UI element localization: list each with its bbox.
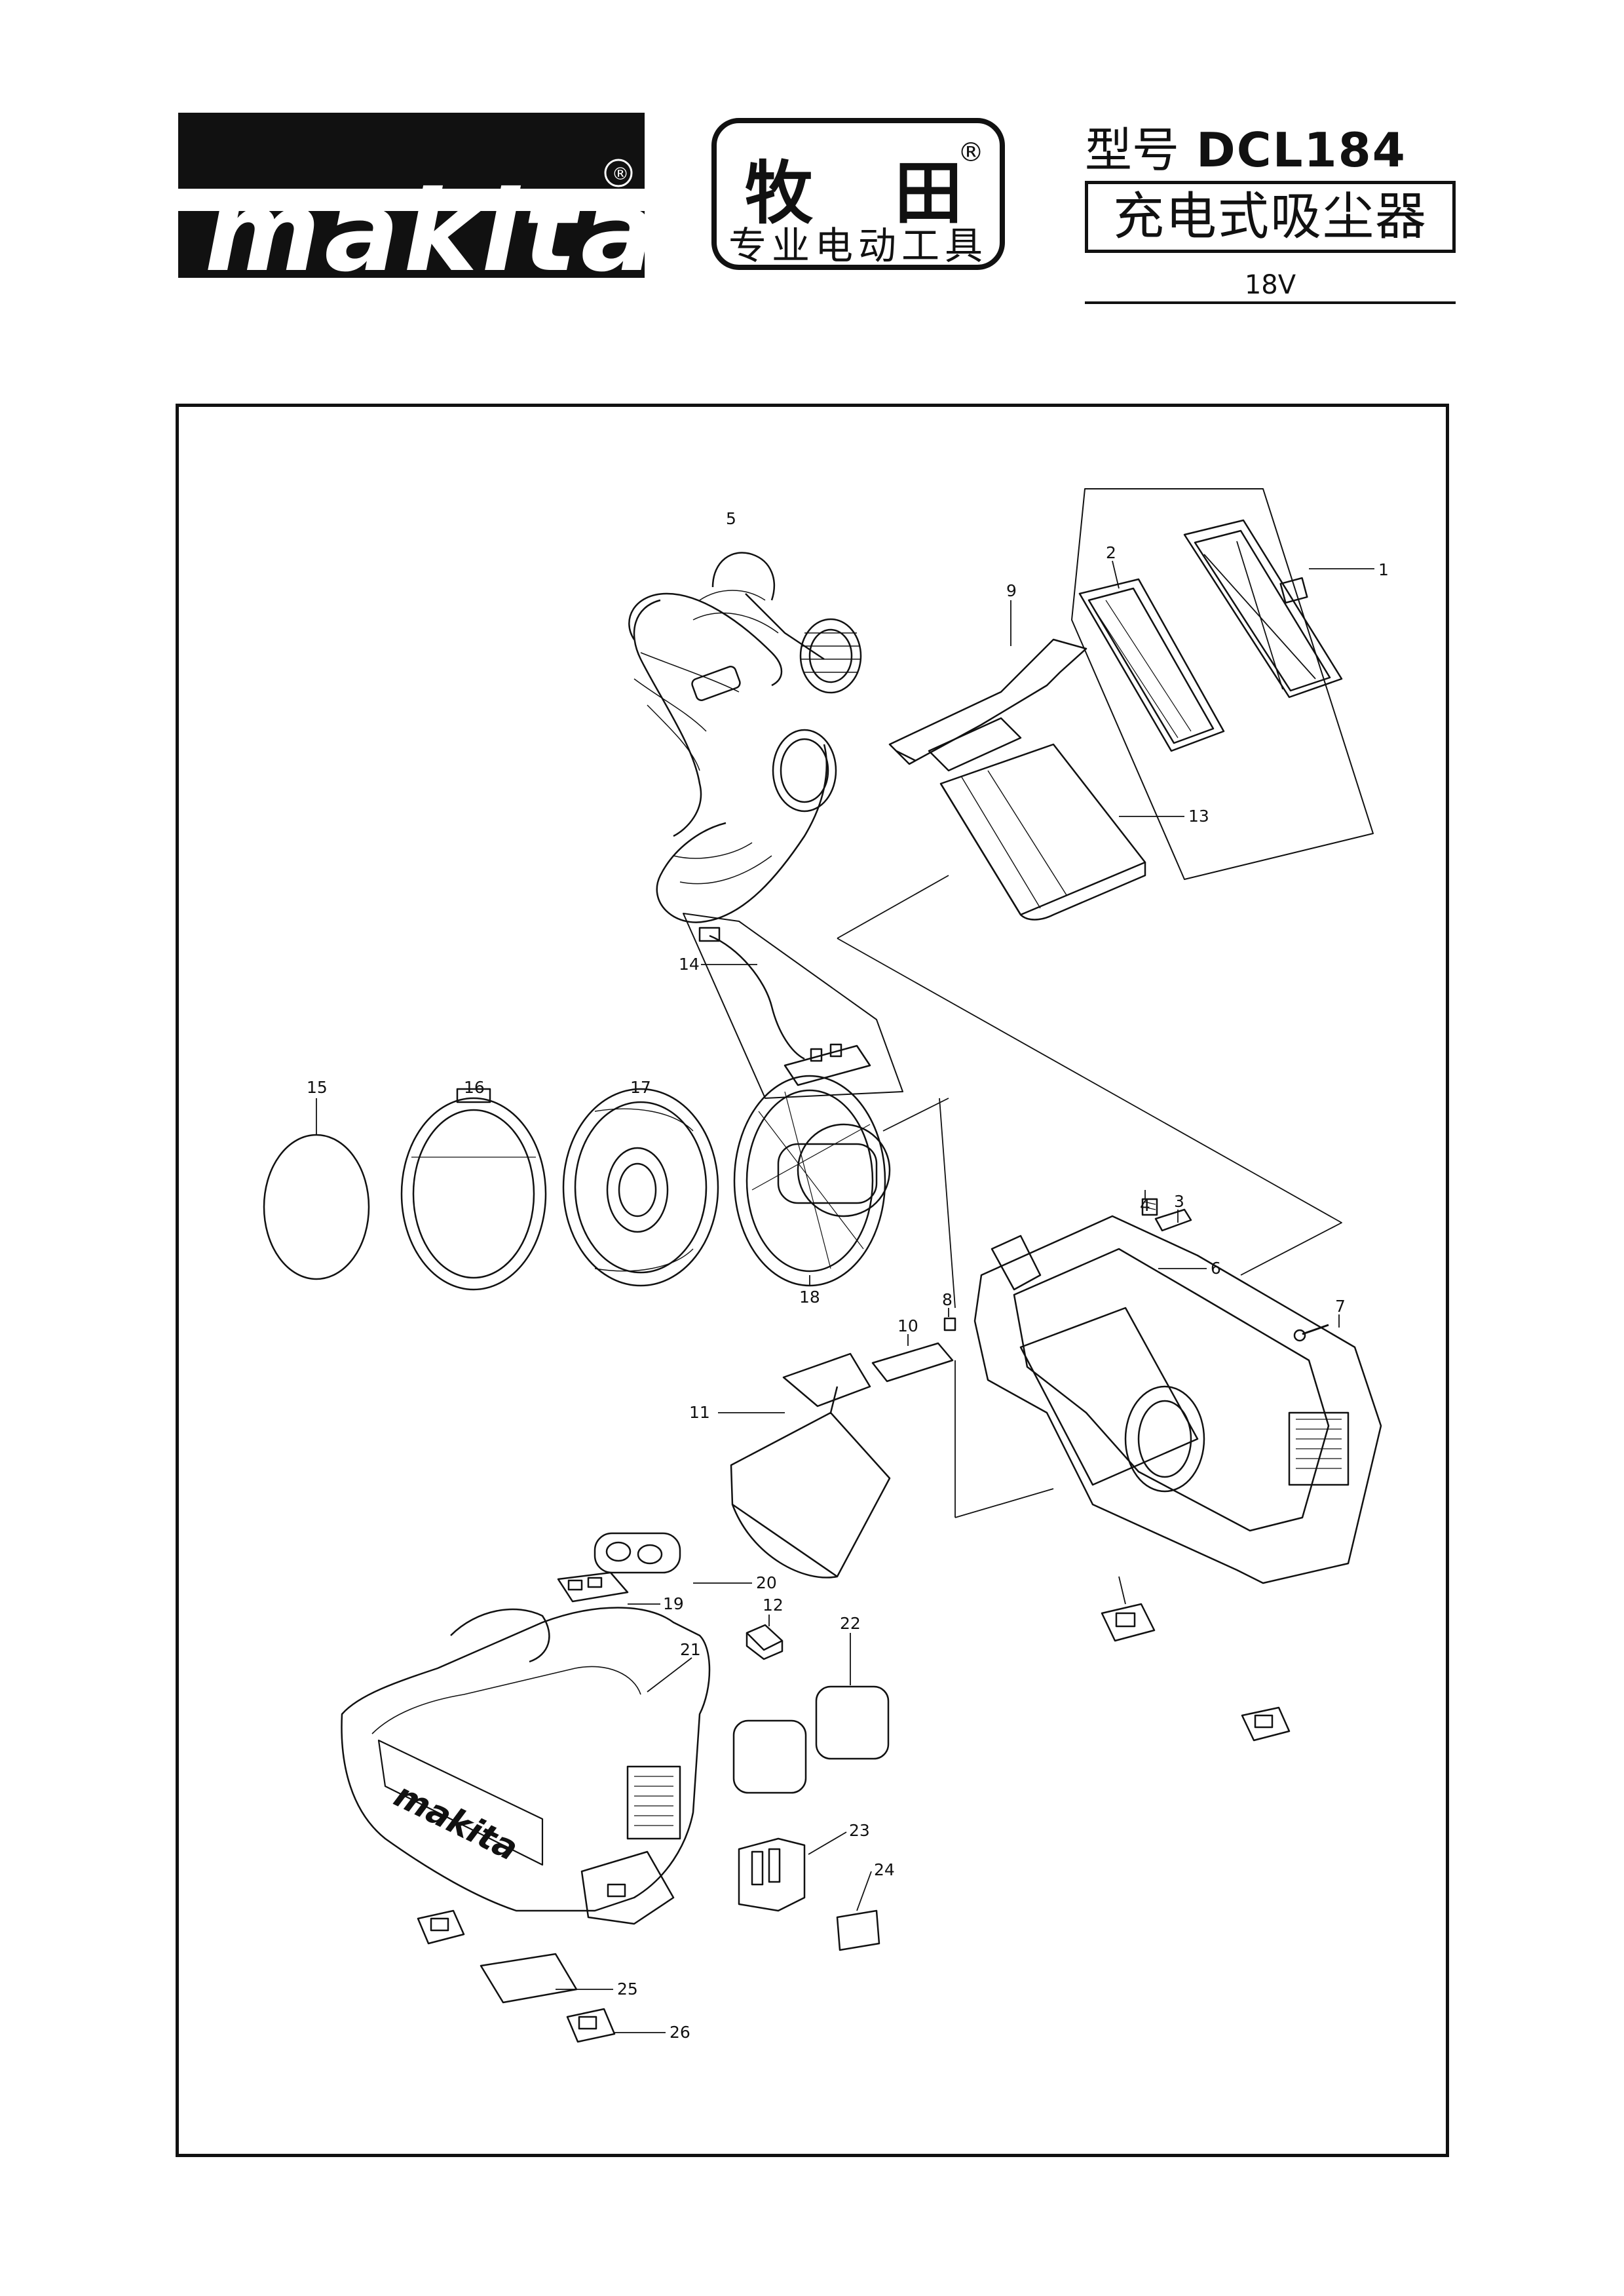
leader-lines <box>316 560 1374 2033</box>
part-10-bar <box>871 1342 954 1383</box>
part-7-screw <box>1293 1324 1329 1342</box>
callout-13: 13 <box>1188 807 1209 826</box>
part-3-button <box>1154 1208 1192 1232</box>
part-26-foot <box>566 2008 616 2043</box>
callout-17: 17 <box>630 1078 651 1097</box>
part-12-cap <box>746 1624 784 1660</box>
part-4-spring <box>1141 1198 1158 1216</box>
callout-2: 2 <box>1106 543 1116 562</box>
part-6-main-housing <box>973 1215 1382 1584</box>
callout-5: 5 <box>726 509 736 528</box>
callout-20: 20 <box>756 1573 777 1592</box>
part-14-group-bracket <box>683 913 903 1099</box>
brand-cn-title: 牧 田 <box>744 153 992 233</box>
callout-26: 26 <box>670 2023 690 2042</box>
brand-cn-box: 牧 田 ® 专业电动工具 <box>711 118 1005 270</box>
callout-6: 6 <box>1211 1259 1221 1278</box>
part-1-2-group-bracket <box>1071 488 1374 880</box>
part-24-label <box>836 1909 880 1951</box>
callout-4: 4 <box>1140 1196 1150 1215</box>
logo-panel <box>377 1739 544 1866</box>
callout-14: 14 <box>679 955 700 974</box>
part-13-dust-bag <box>939 743 1146 921</box>
part-1-filter-cover <box>1183 519 1343 698</box>
part-foot-left <box>417 1909 465 1945</box>
part-11-duct <box>730 1352 891 1578</box>
voltage-label: 18V <box>1244 270 1296 300</box>
callout-1: 1 <box>1378 560 1389 579</box>
callout-10: 10 <box>897 1316 918 1335</box>
callout-11: 11 <box>689 1403 710 1422</box>
part-17-fan-cover <box>562 1088 719 1287</box>
diagram-frame <box>176 404 1449 2157</box>
voltage-rule <box>1085 301 1456 304</box>
part-16-ring <box>400 1088 547 1291</box>
callout-9: 9 <box>1006 581 1017 600</box>
callout-3: 3 <box>1174 1192 1184 1211</box>
logo-registered-mark: ® <box>612 164 629 184</box>
brand-cn-subtitle: 专业电动工具 <box>728 223 988 268</box>
part-15-gasket <box>263 1134 370 1280</box>
model-prefix: 型号 <box>1085 123 1180 178</box>
part-23-bracket <box>738 1837 806 1912</box>
callout-16: 16 <box>464 1078 485 1097</box>
callout-7: 7 <box>1335 1297 1346 1316</box>
document-header: makita ® 牧 田 ® 专业电动工具 型号 DCL184 充电式吸尘器 18… <box>0 0 1624 367</box>
product-name: 充电式吸尘器 <box>1085 181 1456 253</box>
callout-labels: 1 2 3 4 5 6 7 8 9 10 11 12 13 14 15 16 1… <box>307 509 1389 2042</box>
part-foot-upper <box>1101 1603 1156 1642</box>
callout-18: 18 <box>799 1288 820 1307</box>
part-2-filter <box>1078 578 1225 752</box>
model-code: DCL184 <box>1196 123 1407 178</box>
callout-19: 19 <box>663 1594 684 1613</box>
part-9-filter-holder <box>888 638 1087 772</box>
callout-24: 24 <box>874 1860 895 1879</box>
part-19-button-cover <box>594 1532 681 1574</box>
model-line: 型号 DCL184 <box>1085 111 1407 180</box>
callout-22: 22 <box>840 1614 861 1633</box>
part-18-motor <box>733 1075 891 1287</box>
logo-wordmark: makita <box>204 167 645 278</box>
part-21-front-housing <box>341 1607 711 1925</box>
part-5-hose-assembly <box>628 552 862 923</box>
part-25-pad <box>480 1953 578 2004</box>
callout-12: 12 <box>763 1596 784 1615</box>
callout-21: 21 <box>680 1640 701 1659</box>
part-foot-right <box>1241 1706 1291 1742</box>
part-22-sponge-filters <box>732 1685 890 1794</box>
callout-15: 15 <box>307 1078 328 1097</box>
brand-cn-registered-mark: ® <box>958 138 984 168</box>
exploded-parts-diagram: makita 1 2 3 4 5 6 7 8 9 10 11 12 13 14 … <box>263 488 1389 2043</box>
part-8-nut <box>943 1317 956 1331</box>
part-20-switch-plate <box>557 1571 629 1603</box>
callout-8: 8 <box>942 1290 953 1309</box>
callout-23: 23 <box>849 1821 870 1840</box>
callout-25: 25 <box>617 1980 638 1999</box>
makita-logo: makita ® <box>178 113 656 297</box>
